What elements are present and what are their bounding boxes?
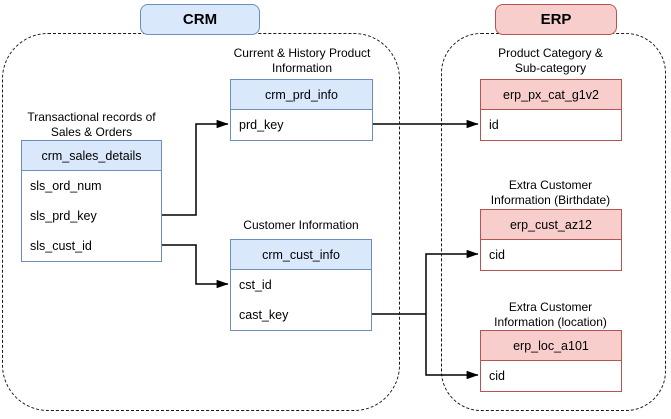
- erp-system-badge[interactable]: ERP: [495, 4, 617, 35]
- caption-crm-cust-info: Customer Information: [243, 218, 359, 232]
- caption-erp-loc-a101: Extra Customer Information (location): [494, 300, 607, 329]
- field-sls-ord-num[interactable]: sls_ord_num: [30, 179, 102, 193]
- table-crm-cust-info[interactable]: crm_cust_info cst_id cast_key: [230, 239, 372, 331]
- table-header: erp_cust_az12: [481, 210, 621, 240]
- table-erp-loc-a101[interactable]: erp_loc_a101 cid: [480, 330, 622, 392]
- table-header: crm_cust_info: [231, 240, 371, 270]
- table-header: erp_px_cat_g1v2: [481, 80, 621, 110]
- table-erp-cust-az12[interactable]: erp_cust_az12 cid: [480, 209, 622, 271]
- caption-erp-cust-az12: Extra Customer Information (Birthdate): [490, 178, 611, 207]
- field-sls-prd-key[interactable]: sls_prd_key: [30, 209, 97, 223]
- table-erp-px-cat-g1v2[interactable]: erp_px_cat_g1v2 id: [480, 79, 622, 141]
- table-header: crm_prd_info: [231, 80, 372, 110]
- field-id[interactable]: id: [489, 118, 499, 132]
- field-cast-key[interactable]: cast_key: [239, 308, 289, 322]
- field-cid-location[interactable]: cid: [489, 369, 505, 383]
- field-prd-key[interactable]: prd_key: [239, 118, 284, 132]
- field-sls-cust-id[interactable]: sls_cust_id: [30, 239, 92, 253]
- table-crm-prd-info[interactable]: crm_prd_info prd_key: [230, 79, 373, 141]
- field-cst-id[interactable]: cst_id: [239, 278, 272, 292]
- table-header: erp_loc_a101: [481, 331, 621, 361]
- field-cid-birthdate[interactable]: cid: [489, 248, 505, 262]
- crm-system-badge[interactable]: CRM: [140, 4, 260, 35]
- caption-crm-sales-details: Transactional records of Sales & Orders: [27, 110, 156, 139]
- caption-erp-px-cat-g1v2: Product Category & Sub-category: [498, 46, 603, 75]
- table-header: crm_sales_details: [22, 141, 161, 171]
- caption-crm-prd-info: Current & History Product Information: [233, 46, 371, 75]
- table-crm-sales-details[interactable]: crm_sales_details sls_ord_num sls_prd_ke…: [21, 140, 162, 262]
